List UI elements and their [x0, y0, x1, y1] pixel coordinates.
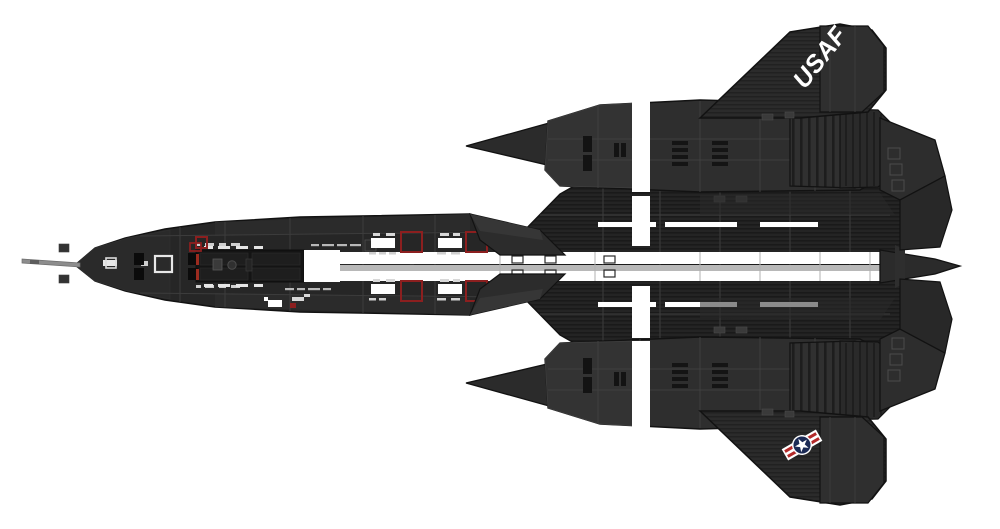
nacelle-louvres	[672, 141, 728, 166]
panel-group-lower-1	[369, 279, 423, 302]
chine-wing-blend	[469, 213, 567, 316]
nose-dashed-strip-lower	[204, 284, 263, 287]
nacelle-vent	[583, 136, 592, 152]
nacelle-vent	[621, 143, 626, 157]
tail-cone	[879, 245, 963, 288]
upper-nacelle	[465, 99, 893, 203]
nacelle-white-bands	[632, 100, 650, 433]
cockpit-canopy-rear	[199, 267, 249, 281]
mid-fuselage	[105, 249, 416, 283]
lower-nacelle	[465, 326, 893, 430]
upper-vertical-stabilizer: USAF	[698, 21, 887, 121]
cockpit-canopy-front	[199, 252, 249, 266]
usaf-star-and-bars-roundel	[781, 429, 823, 461]
warning-panel-outline	[195, 236, 208, 249]
spine-stripe-start	[304, 250, 340, 282]
nacelle-vent	[614, 372, 619, 386]
panel-group-upper-1	[369, 231, 423, 255]
nacelle-vent	[583, 358, 592, 374]
nose-panel-marking	[141, 261, 148, 266]
pitot-probe	[21, 258, 81, 268]
elevon-panels	[879, 117, 953, 412]
nose-panel-marking	[103, 260, 117, 266]
warning-panel-outline	[400, 231, 423, 253]
nacelle-vent	[614, 143, 619, 157]
nacelle-vent	[583, 155, 592, 171]
nacelle-vent	[583, 377, 592, 393]
aft-wing-shading	[700, 193, 895, 320]
fuselage-white-stripe	[340, 252, 908, 281]
warning-panel-outline	[400, 280, 423, 302]
nacelle-vent	[621, 372, 626, 386]
nacelle-louvres	[672, 363, 728, 388]
lower-vertical-stabilizer	[698, 408, 887, 506]
nose-access-panel	[153, 254, 174, 274]
nose-dashed-strip	[204, 246, 263, 249]
